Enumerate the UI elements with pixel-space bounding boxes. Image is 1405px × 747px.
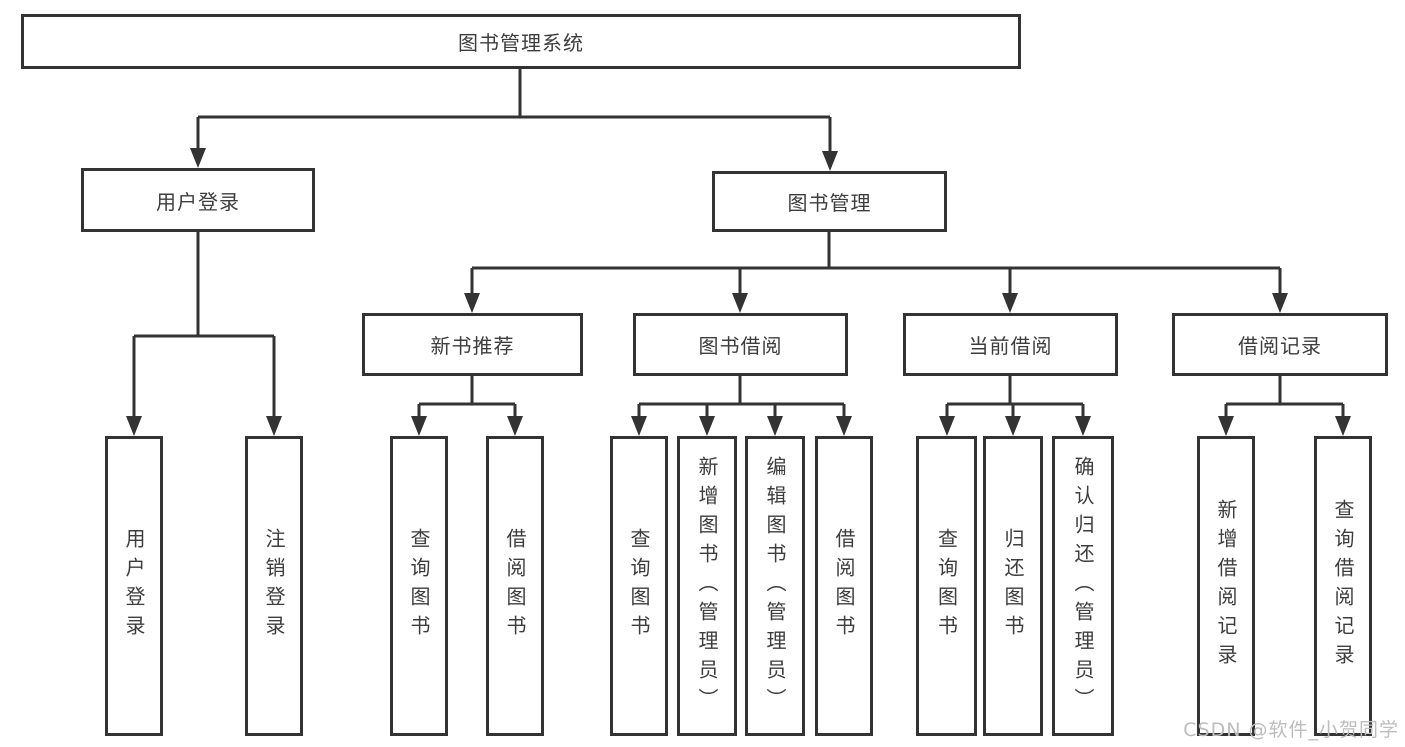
leaf-user-login-label: 用户登录 [122, 528, 146, 644]
leaf-add-borrow-record-label: 新增借阅记录 [1214, 499, 1238, 673]
node-current-borrowing: 当前借阅 [903, 313, 1118, 376]
node-book-management: 图书管理 [712, 171, 947, 232]
leaf-borrowing-query-books: 查询图书 [610, 436, 668, 736]
leaf-recommend-query-books-label: 查询图书 [407, 528, 431, 644]
leaf-logout-label: 注销登录 [262, 528, 286, 644]
leaf-logout: 注销登录 [245, 436, 303, 736]
leaf-return-books: 归还图书 [983, 436, 1043, 736]
leaf-borrowing-query-books-label: 查询图书 [627, 528, 651, 644]
leaf-recommend-borrow-books: 借阅图书 [486, 436, 544, 736]
leaf-add-books-admin-label: 新增图书（管理员） [695, 455, 719, 717]
node-root: 图书管理系统 [21, 14, 1021, 69]
leaf-recommend-borrow-books-label: 借阅图书 [503, 528, 527, 644]
leaf-borrow-books: 借阅图书 [815, 436, 873, 736]
node-book-management-label: 图书管理 [787, 191, 872, 215]
leaf-add-borrow-record: 新增借阅记录 [1197, 436, 1255, 736]
node-book-borrowing: 图书借阅 [633, 313, 848, 376]
leaf-current-query-books: 查询图书 [916, 436, 977, 736]
leaf-user-login: 用户登录 [105, 436, 163, 736]
node-borrowing-records: 借阅记录 [1172, 313, 1388, 376]
leaf-recommend-query-books: 查询图书 [390, 436, 448, 736]
node-root-label: 图书管理系统 [458, 31, 584, 55]
node-borrowing-records-label: 借阅记录 [1238, 334, 1322, 358]
node-user-login-label: 用户登录 [156, 189, 240, 214]
watermark: CSDN @软件_小贺同学 [1183, 719, 1399, 741]
leaf-current-query-books-label: 查询图书 [934, 528, 959, 644]
leaf-query-borrow-record: 查询借阅记录 [1314, 436, 1372, 736]
node-current-borrowing-label: 当前借阅 [968, 334, 1053, 358]
node-new-book-recommend: 新书推荐 [362, 313, 583, 376]
node-book-borrowing-label: 图书借阅 [698, 334, 783, 358]
node-user-login: 用户登录 [81, 168, 315, 232]
leaf-return-books-label: 归还图书 [1001, 528, 1025, 644]
leaf-borrow-books-label: 借阅图书 [832, 528, 856, 644]
node-new-book-recommend-label: 新书推荐 [430, 334, 515, 358]
leaf-add-books-admin: 新增图书（管理员） [677, 436, 737, 736]
leaf-confirm-return-admin: 确认归还（管理员） [1052, 436, 1114, 736]
leaf-edit-books-admin: 编辑图书（管理员） [745, 436, 805, 736]
leaf-edit-books-admin-label: 编辑图书（管理员） [763, 455, 787, 717]
leaf-query-borrow-record-label: 查询借阅记录 [1331, 499, 1355, 673]
leaf-confirm-return-admin-label: 确认归还（管理员） [1071, 455, 1095, 717]
